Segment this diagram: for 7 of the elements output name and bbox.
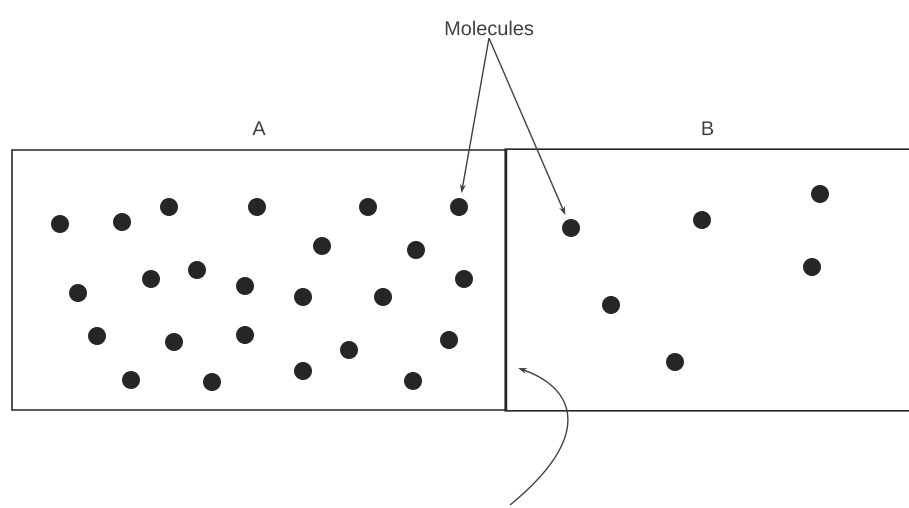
compartment-box: B — [504, 121, 909, 412]
molecule-dot — [450, 198, 468, 216]
node-label: A — [252, 121, 266, 136]
curved-arrow — [510, 368, 569, 506]
compartment-box: A — [11, 121, 507, 411]
molecule-dot — [562, 219, 580, 237]
callout-label: Molecules — [446, 20, 534, 36]
